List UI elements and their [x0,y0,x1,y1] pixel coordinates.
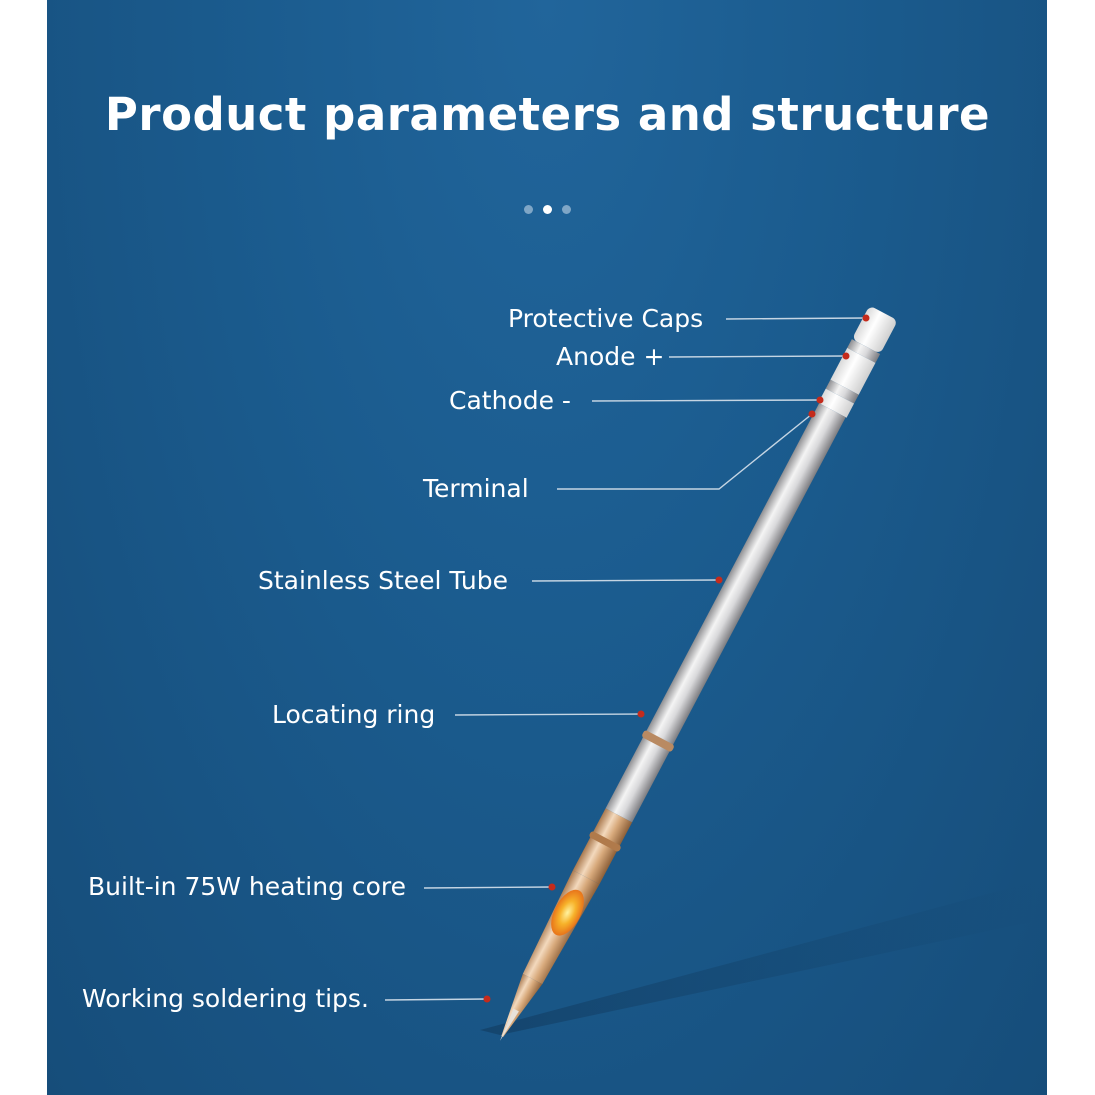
insulator [830,347,876,395]
label-anode: Anode + [556,342,665,371]
copper-section [572,808,633,885]
page-title: Product parameters and structure [104,88,991,141]
label-heating-core: Built-in 75W heating core [88,872,407,901]
terminal-insulator [818,388,855,418]
soldering-tip [499,307,896,1041]
label-protective-caps: Protective Caps [508,304,704,333]
marker-tube [715,576,723,584]
tube-lower [605,737,670,823]
carousel-dot-active[interactable] [543,205,552,214]
marker-cathode [816,396,824,404]
heating-core [551,889,584,936]
marker-terminal [808,410,816,418]
carousel-dot[interactable] [524,205,533,214]
label-locating-ring: Locating ring [272,700,436,729]
marker-locating-ring [637,710,645,718]
cathode-ring [825,379,859,404]
copper-ring [589,831,621,852]
part-markers [483,314,870,1003]
leader-lines [384,317,867,1001]
label-cathode: Cathode - [449,386,571,415]
steel-tube [641,403,846,754]
carousel-indicator [0,205,1095,214]
label-terminal: Terminal [423,474,529,503]
locating-ring [642,730,674,752]
carousel-dot[interactable] [562,205,571,214]
tip-point [499,1008,519,1041]
label-tube: Stainless Steel Tube [258,566,508,595]
product-panel [47,0,1047,1095]
tip-shadow [480,880,1040,1035]
anode-ring [847,339,881,363]
marker-anode [842,352,850,360]
marker-protective-caps [862,314,870,322]
marker-heating-core [548,883,556,891]
label-tips: Working soldering tips. [82,984,369,1013]
marker-tips [483,995,491,1003]
